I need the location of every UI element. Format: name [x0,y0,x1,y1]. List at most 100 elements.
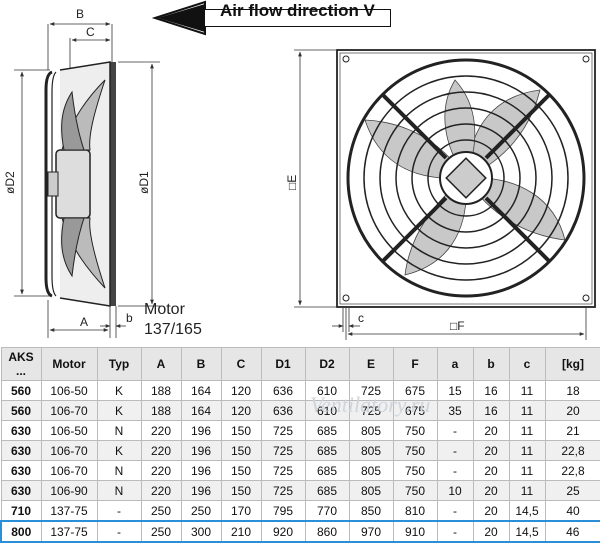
table-cell: 685 [304,420,350,441]
table-cell: N [96,460,142,481]
table-cell: 40 [544,500,600,522]
table-cell: 250 [140,500,182,522]
table-cell: 170 [220,500,262,522]
table-cell: 11 [508,380,546,401]
column-header: c [508,347,546,381]
table-cell: 725 [260,460,306,481]
column-header: AKS... [0,347,42,381]
table-cell: 150 [220,480,262,501]
technical-drawing: Air flow direction V B C øD2 [3,0,596,340]
table-cell: 20 [472,480,510,501]
table-cell: 675 [392,400,438,421]
table-cell: 120 [220,380,262,401]
dim-c-small-label: c [358,311,364,325]
table-cell: 710 [0,500,42,522]
dim-b-small-label: b [126,311,133,325]
table-cell: 725 [348,400,394,421]
table-cell: 220 [140,440,182,461]
table-cell: 220 [140,460,182,481]
column-header: D1 [260,347,306,381]
table-cell: 196 [180,420,222,441]
table-cell: 805 [348,440,394,461]
table-cell: 725 [260,480,306,501]
table-cell: 750 [392,460,438,481]
dim-e-label: □E [285,175,299,190]
table-cell: 20 [472,420,510,441]
table-cell: 20 [472,500,510,522]
table-cell: 685 [304,440,350,461]
table-cell: 20 [544,400,600,421]
column-header: Typ [96,347,142,381]
table-cell: 14,5 [508,520,546,543]
table-cell: 11 [508,420,546,441]
column-header: C [220,347,262,381]
table-cell: 560 [0,380,42,401]
table-cell: K [96,440,142,461]
front-view: □E c □F [285,49,596,340]
table-cell: 636 [260,400,306,421]
table-cell: 22,8 [544,460,600,481]
table-cell: 220 [140,420,182,441]
table-cell: 630 [0,420,42,441]
column-header: B [180,347,222,381]
table-cell: 910 [392,520,438,543]
table-cell: 560 [0,400,42,421]
table-cell: 25 [544,480,600,501]
table-cell: 850 [348,500,394,522]
table-cell: 630 [0,440,42,461]
table-cell: 685 [304,480,350,501]
table-cell: 630 [0,480,42,501]
table-cell: - [436,420,474,441]
table-cell: 805 [348,460,394,481]
column-header: A [140,347,182,381]
table-cell: 106-50 [40,380,98,401]
table-cell: 11 [508,460,546,481]
table-cell: 800 [0,520,42,543]
table-cell: 21 [544,420,600,441]
dim-d2-label: øD2 [3,171,17,194]
table-cell: 630 [0,460,42,481]
table-cell: 137-75 [40,500,98,522]
table-cell: 137-75 [40,520,98,543]
table-cell: 795 [260,500,306,522]
table-cell: 920 [260,520,306,543]
table-cell: K [96,380,142,401]
table-cell: - [436,460,474,481]
table-cell: N [96,480,142,501]
dim-d1-label: øD1 [137,171,151,194]
table-cell: 106-70 [40,440,98,461]
table-cell: - [96,500,142,522]
table-cell: N [96,420,142,441]
table-cell: - [436,520,474,543]
table-cell: 106-70 [40,400,98,421]
table-cell: 196 [180,460,222,481]
motor-size-label: 137/165 [144,321,202,338]
table-cell: 685 [304,460,350,481]
table-cell: 750 [392,420,438,441]
airflow-arrow: Air flow direction V [151,0,391,36]
table-cell: 150 [220,460,262,481]
table-cell: 750 [392,480,438,501]
table-cell: 10 [436,480,474,501]
table-cell: 610 [304,380,350,401]
column-header: E [348,347,394,381]
table-cell: 196 [180,440,222,461]
table-cell: 250 [180,500,222,522]
column-header: D2 [304,347,350,381]
table-cell: 164 [180,400,222,421]
table-cell: 20 [472,460,510,481]
table-cell: 164 [180,380,222,401]
table-cell: - [436,440,474,461]
table-cell: 106-50 [40,420,98,441]
column-header: b [472,347,510,381]
column-header: a [436,347,474,381]
column-header: F [392,347,438,381]
